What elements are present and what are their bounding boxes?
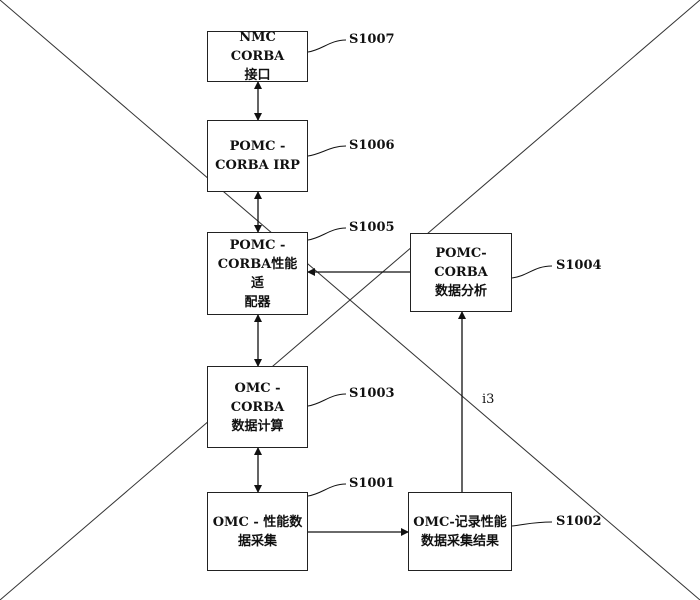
- box-s1002-line-1: OMC-记录性能: [413, 514, 507, 530]
- box-s1007-line-1: NMC CORBA: [230, 30, 285, 64]
- label-s1002: S1002: [556, 514, 602, 529]
- leader-s1006: [307, 145, 347, 157]
- box-s1006: POMC - CORBA IRP: [207, 120, 308, 192]
- box-s1003: OMC - CORBA 数据计算: [207, 366, 308, 448]
- label-s1007: S1007: [349, 32, 395, 47]
- edge-note: i3: [482, 392, 495, 407]
- label-s1001: S1001: [349, 476, 395, 491]
- label-s1005: S1005: [349, 220, 395, 235]
- box-s1005-line-2: CORBA性能适: [217, 256, 298, 291]
- label-s1004: S1004: [556, 258, 602, 273]
- label-s1006: S1006: [349, 138, 395, 153]
- leader-s1004: [511, 265, 553, 279]
- box-s1005: POMC - CORBA性能适配器: [207, 232, 308, 315]
- box-s1002-line-2: 数据采集结果: [420, 533, 499, 549]
- box-s1004-line-2: 数据分析: [434, 284, 487, 299]
- box-s1005-line-3: 配器: [244, 294, 271, 310]
- box-s1001-line-2: 据采集: [237, 533, 277, 549]
- box-s1001-line-1: OMC - 性能数: [212, 514, 303, 530]
- box-s1003-line-2: 数据计算: [231, 418, 284, 434]
- box-s1006-line-1: POMC -: [229, 139, 286, 154]
- box-s1007-line-2: 接口: [244, 68, 271, 83]
- box-s1005-line-1: POMC -: [229, 237, 286, 253]
- label-s1003: S1003: [349, 386, 395, 401]
- box-s1002: OMC-记录性能数据采集结果: [408, 492, 512, 571]
- leader-s1002: [511, 521, 553, 527]
- leader-s1007: [307, 39, 347, 53]
- box-s1004: POMC-CORBA 数据分析: [410, 233, 512, 312]
- box-s1004-line-1: POMC-CORBA: [434, 246, 488, 280]
- box-s1001: OMC - 性能数据采集: [207, 492, 308, 571]
- box-s1006-line-2: CORBA IRP: [215, 158, 300, 173]
- box-s1007: NMC CORBA 接口: [207, 30, 308, 83]
- leader-s1003: [307, 393, 347, 407]
- leader-s1001: [307, 483, 347, 497]
- leader-s1005: [307, 227, 347, 241]
- box-s1003-line-1: OMC - CORBA: [230, 380, 285, 415]
